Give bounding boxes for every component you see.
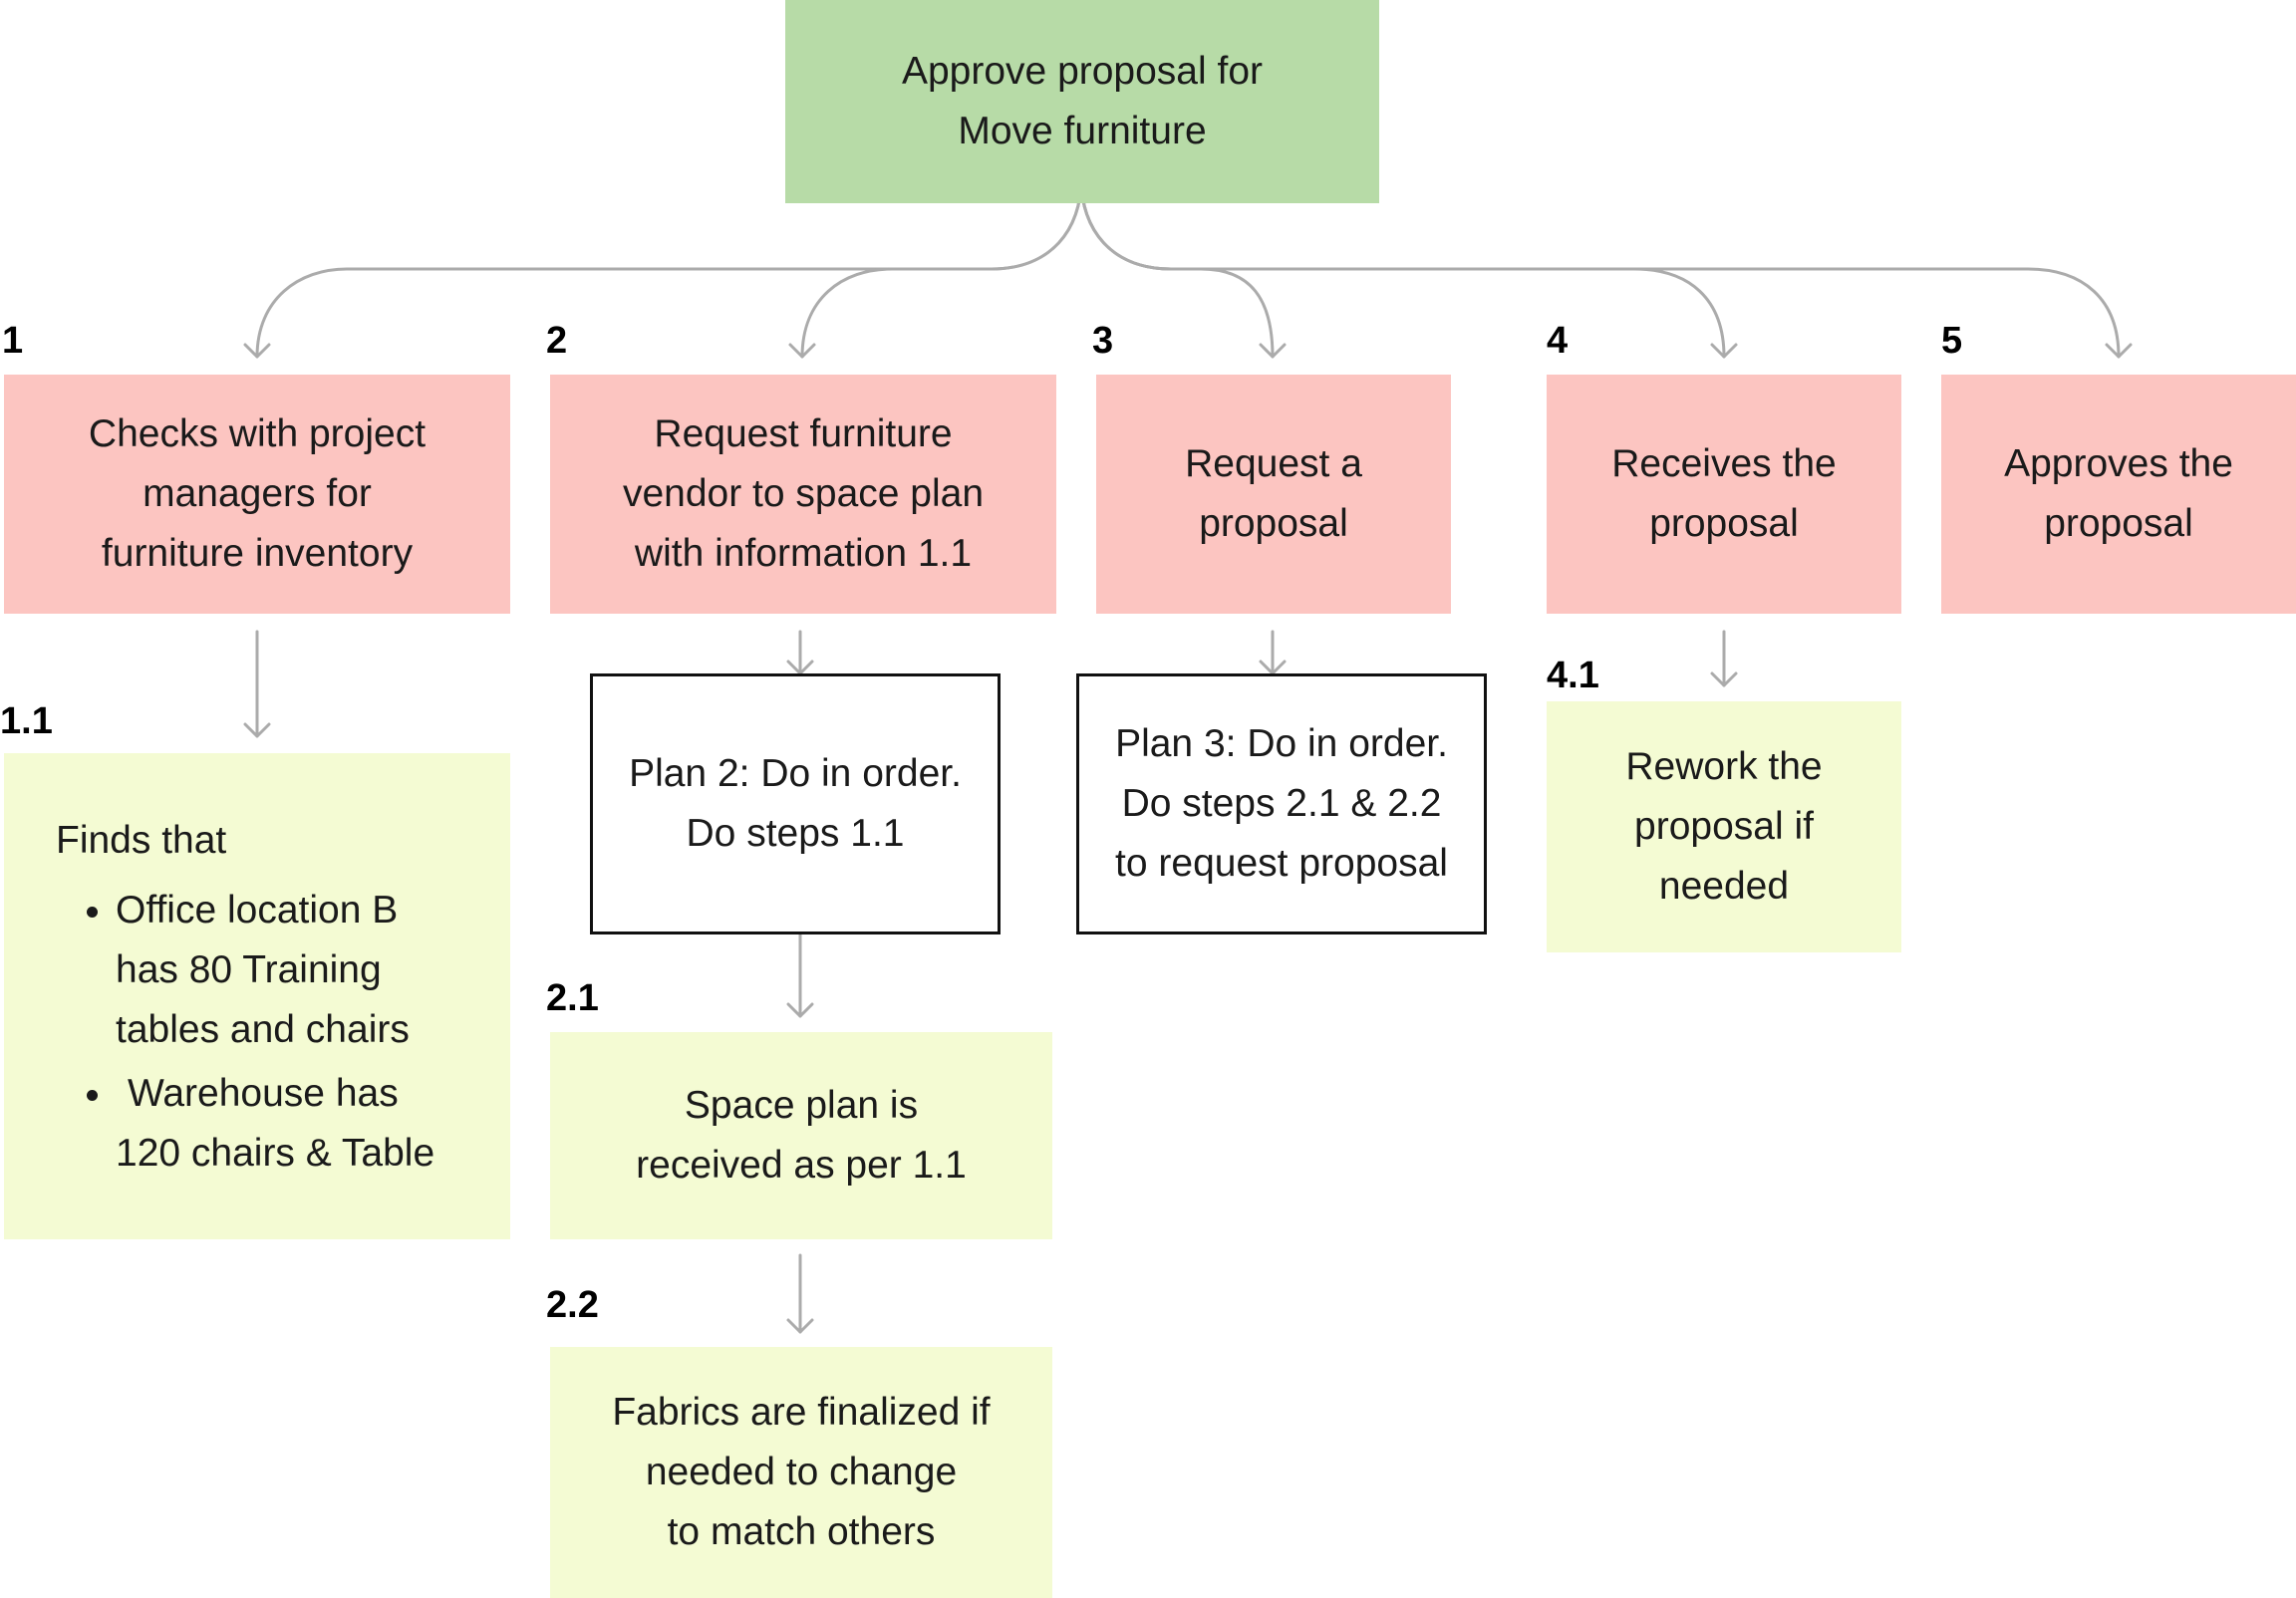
goal-line-2: Move furniture <box>958 110 1207 152</box>
task-1-line-1: Checks with project <box>88 412 427 455</box>
task-4-number: 4 <box>1547 320 1569 362</box>
arrow-2-1-to-2-2 <box>786 1253 814 1334</box>
task-4-line-2: proposal <box>1649 502 1799 545</box>
arrow-3-to-plan-3 <box>1259 630 1287 675</box>
subtask-1-1-bullet-2: Warehouse has 120 chairs & Table <box>116 1064 480 1184</box>
subtask-1-1-list: Office location B has 80 Training tables… <box>56 881 480 1184</box>
branch-connector-2 <box>788 177 1083 359</box>
subtask-2-1-line-1: Space plan is <box>684 1084 919 1127</box>
task-1-line-3: furniture inventory <box>101 532 414 575</box>
subtask-2-1-box: Space plan is received as per 1.1 <box>550 1032 1052 1239</box>
subtask-4-1-box: Rework the proposal if needed <box>1547 701 1901 952</box>
arrow-2-to-plan-2 <box>786 630 814 675</box>
arrow-plan-2-to-2-1 <box>786 931 814 1018</box>
subtask-2-2-number: 2.2 <box>546 1284 599 1326</box>
task-3-number: 3 <box>1092 320 1114 362</box>
subtask-1-1-bullet-1: Office location B has 80 Training tables… <box>116 881 480 1060</box>
task-3-line-1: Request a <box>1185 442 1362 485</box>
subtask-4-1-number: 4.1 <box>1547 655 1599 696</box>
task-2-box: Request furniture vendor to space plan w… <box>550 375 1056 614</box>
subtask-2-2-line-1: Fabrics are finalized if <box>612 1391 991 1434</box>
bullet-1-line-3: tables and chairs <box>116 1008 410 1051</box>
arrow-4-to-4-1 <box>1710 630 1738 687</box>
task-2-line-1: Request furniture <box>654 412 953 455</box>
subtask-2-2-line-3: to match others <box>667 1510 936 1553</box>
bullet-2-line-1: Warehouse has <box>128 1072 399 1115</box>
task-5-line-2: proposal <box>2044 502 2193 545</box>
goal-box: Approve proposal for Move furniture <box>785 0 1379 203</box>
bullet-2-line-2: 120 chairs & Table <box>116 1132 435 1175</box>
bullet-1-line-2: has 80 Training <box>116 948 382 991</box>
subtask-1-1-number: 1.1 <box>0 700 53 742</box>
subtask-1-1-lead: Finds that <box>56 819 227 862</box>
task-5-number: 5 <box>1941 320 1963 362</box>
arrow-1-to-1-1 <box>243 630 271 738</box>
subtask-4-1-line-2: proposal if <box>1634 805 1814 848</box>
task-2-number: 2 <box>546 320 568 362</box>
subtask-1-1-box: Finds that Office location B has 80 Trai… <box>4 753 510 1239</box>
subtask-4-1-line-1: Rework the <box>1625 745 1823 788</box>
task-4-box: Receives the proposal <box>1547 375 1901 614</box>
plan-3-line-3: to request proposal <box>1115 842 1448 885</box>
plan-3-line-1: Plan 3: Do in order. <box>1115 722 1448 765</box>
task-1-box: Checks with project managers for furnitu… <box>4 375 510 614</box>
task-5-box: Approves the proposal <box>1941 375 2296 614</box>
plan-2-line-1: Plan 2: Do in order. <box>629 752 962 795</box>
task-5-line-1: Approves the <box>2004 442 2233 485</box>
task-2-line-2: vendor to space plan <box>622 472 985 515</box>
subtask-4-1-line-3: needed <box>1658 865 1790 908</box>
plan-2-line-2: Do steps 1.1 <box>686 812 905 855</box>
plan-3-box: Plan 3: Do in order. Do steps 2.1 & 2.2 … <box>1076 673 1487 934</box>
task-4-line-1: Receives the <box>1611 442 1837 485</box>
branch-connector-5 <box>1079 177 2133 359</box>
task-3-line-2: proposal <box>1199 502 1348 545</box>
plan-3-line-2: Do steps 2.1 & 2.2 <box>1121 782 1442 825</box>
subtask-2-2-line-2: needed to change <box>645 1451 958 1493</box>
goal-line-1: Approve proposal for <box>901 50 1264 93</box>
bullet-1-line-1: Office location B <box>116 889 399 932</box>
task-2-line-3: with information 1.1 <box>634 532 973 575</box>
task-1-line-2: managers for <box>143 472 372 515</box>
subtask-2-1-line-2: received as per 1.1 <box>636 1144 967 1187</box>
subtask-2-1-number: 2.1 <box>546 977 599 1019</box>
task-1-number: 1 <box>2 320 24 362</box>
subtask-2-2-box: Fabrics are finalized if needed to chang… <box>550 1347 1052 1598</box>
task-3-box: Request a proposal <box>1096 375 1451 614</box>
plan-2-box: Plan 2: Do in order. Do steps 1.1 <box>590 673 1001 934</box>
